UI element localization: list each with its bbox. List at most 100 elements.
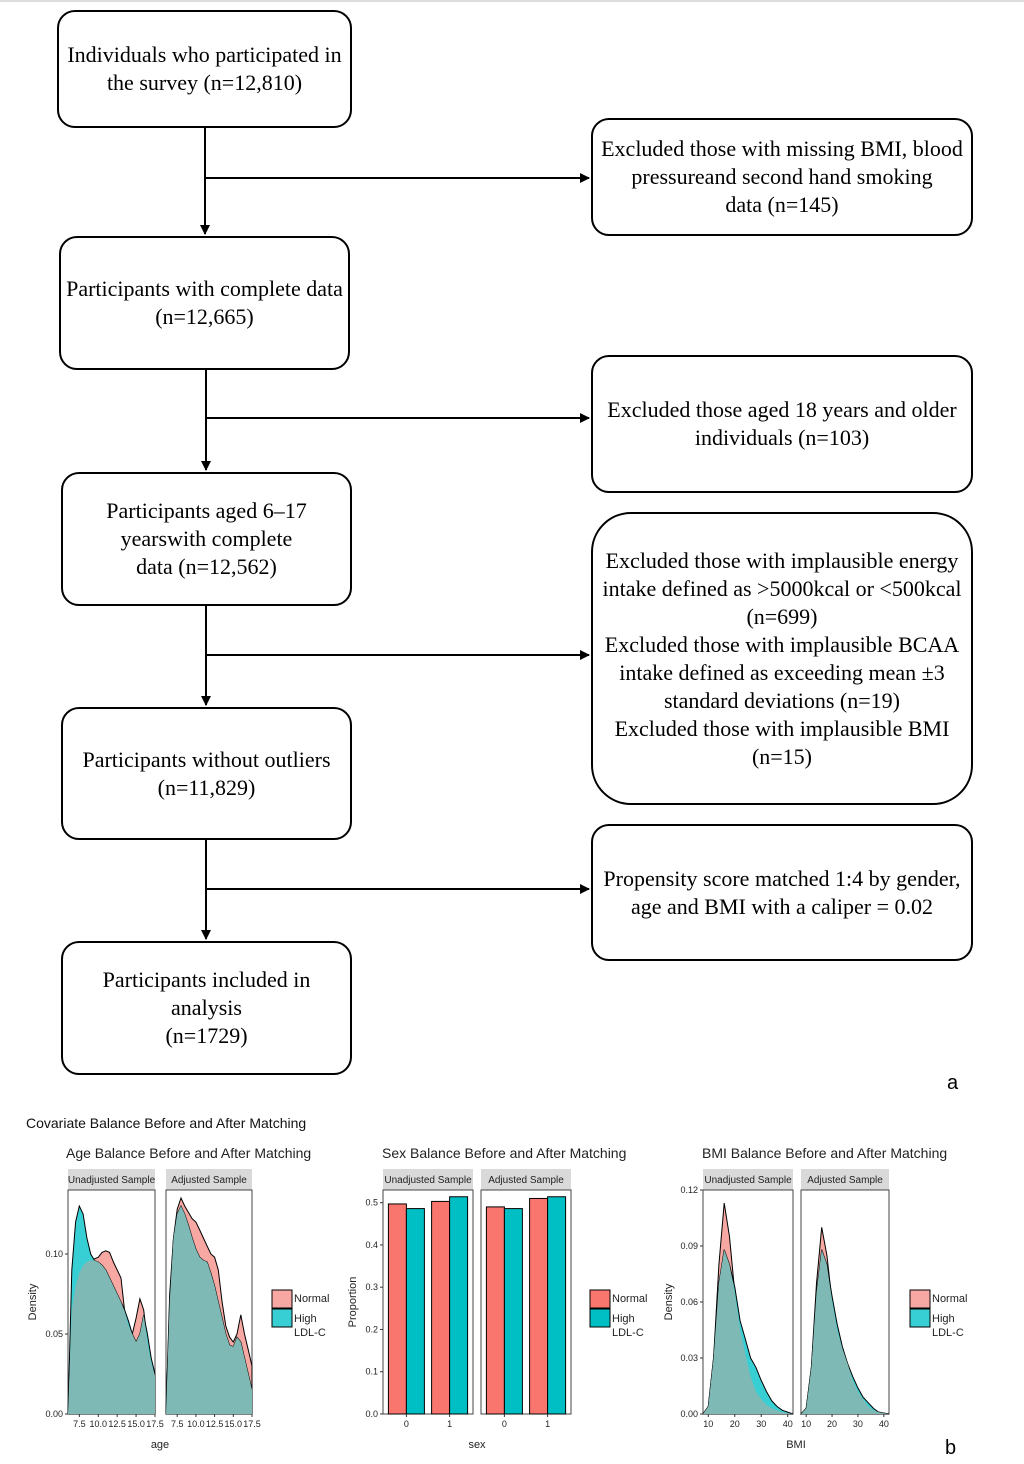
facet-strip — [166, 1169, 252, 1190]
balance-suptitle: Covariate Balance Before and After Match… — [26, 1115, 307, 1131]
legend-swatch-high — [589, 1308, 611, 1328]
legend-label-normal: Normal — [612, 1293, 647, 1305]
y-tick-label: 0.1 — [365, 1367, 378, 1377]
panel-label-b: b — [945, 1437, 957, 1459]
exclusion-box-missing: Excluded those with missing BMI, blood p… — [591, 118, 973, 236]
y-tick-label: 0.5 — [365, 1198, 378, 1208]
flow-box-aged-6-17: Participants aged 6–17 yearswith complet… — [61, 472, 352, 606]
legend-title: LDL-C — [932, 1327, 964, 1339]
x-axis-label: sex — [468, 1439, 486, 1451]
x-tick-label: 10.0 — [187, 1419, 205, 1429]
chart-title: Sex Balance Before and After Matching — [382, 1145, 626, 1161]
flowchart-connectors — [200, 128, 590, 940]
facet-strip — [68, 1169, 155, 1190]
y-axis-label: Proportion — [347, 1277, 359, 1328]
x-tick-label: 15.0 — [225, 1419, 243, 1429]
x-axis-label: age — [151, 1439, 169, 1451]
facet-label: Adjusted Sample — [488, 1175, 564, 1186]
x-tick-label: 40 — [879, 1419, 889, 1429]
facet-label: Unadjusted Sample — [704, 1175, 792, 1186]
x-tick-label: 30 — [853, 1419, 863, 1429]
facet-strip — [801, 1169, 889, 1190]
y-tick-label: 0.05 — [45, 1329, 63, 1339]
legend-swatch-high — [271, 1308, 293, 1328]
x-tick-label: 7.5 — [73, 1419, 86, 1429]
x-tick-label: 7.5 — [171, 1419, 184, 1429]
bar-high — [405, 1208, 425, 1415]
legend-title: LDL-C — [294, 1327, 326, 1339]
x-tick-label: 40 — [783, 1419, 793, 1429]
exclusion-box-age: Excluded those aged 18 years and older i… — [591, 355, 973, 493]
chart-2: Sex Balance Before and After MatchingPro… — [347, 1145, 647, 1451]
y-tick-label: 0.3 — [365, 1282, 378, 1292]
x-tick-label: 15.0 — [127, 1419, 145, 1429]
x-tick-label: 10 — [801, 1419, 811, 1429]
exclusion-box-implausible: Excluded those with implausible energy i… — [591, 512, 973, 805]
x-tick-label: 1 — [545, 1419, 550, 1429]
bar-normal — [387, 1203, 407, 1415]
y-tick-label: 0.10 — [45, 1249, 63, 1259]
x-tick-label: 12.5 — [108, 1419, 126, 1429]
x-axis-label: BMI — [786, 1439, 806, 1451]
chart-1: Age Balance Before and After MatchingDen… — [27, 1145, 329, 1451]
bar-high — [547, 1196, 567, 1415]
facet-label: Unadjusted Sample — [68, 1175, 156, 1186]
bar-normal — [485, 1206, 505, 1415]
y-tick-label: 0.09 — [680, 1241, 698, 1251]
facet-label: Unadjusted Sample — [384, 1175, 472, 1186]
density-overlap — [166, 1206, 252, 1414]
legend-swatch-normal — [271, 1289, 293, 1309]
x-tick-label: 10 — [703, 1419, 713, 1429]
legend-label-high: High — [612, 1313, 635, 1325]
exclusion-box-propensity: Propensity score matched 1:4 by gender, … — [591, 824, 973, 961]
x-tick-label: 0 — [404, 1419, 409, 1429]
y-axis-label: Density — [663, 1283, 675, 1320]
x-tick-label: 17.5 — [243, 1419, 261, 1429]
y-tick-label: 0.12 — [680, 1185, 698, 1195]
flow-box-complete-data: Participants with complete data (n=12,66… — [59, 236, 350, 370]
x-tick-label: 17.5 — [146, 1419, 164, 1429]
facet-strip — [703, 1169, 793, 1190]
density-overlap — [703, 1249, 793, 1414]
density-overlap — [801, 1249, 889, 1414]
legend-label-high: High — [294, 1313, 317, 1325]
legend-title: LDL-C — [612, 1327, 644, 1339]
y-tick-label: 0.03 — [680, 1353, 698, 1363]
top-border — [0, 0, 1024, 2]
y-axis-label: Density — [27, 1283, 39, 1320]
legend-swatch-high — [909, 1308, 931, 1328]
legend-label-normal: Normal — [932, 1293, 967, 1305]
x-tick-label: 12.5 — [206, 1419, 224, 1429]
facet-strip — [383, 1169, 473, 1190]
legend-label-normal: Normal — [294, 1293, 329, 1305]
facet-strip — [481, 1169, 571, 1190]
bar-high — [503, 1208, 523, 1415]
chart-title: Age Balance Before and After Matching — [66, 1145, 311, 1161]
chart-3: BMI Balance Before and After MatchingDen… — [663, 1145, 967, 1451]
legend-swatch-normal — [909, 1289, 931, 1309]
density-overlap — [68, 1260, 155, 1414]
y-tick-label: 0.4 — [365, 1240, 378, 1250]
x-tick-label: 10.0 — [89, 1419, 107, 1429]
y-tick-label: 0.06 — [680, 1297, 698, 1307]
legend-swatch-normal — [589, 1289, 611, 1309]
facet-label: Adjusted Sample — [807, 1175, 883, 1186]
chart-title: BMI Balance Before and After Matching — [702, 1145, 947, 1161]
x-tick-label: 20 — [730, 1419, 740, 1429]
flow-box-surveyed: Individuals who participated in the surv… — [57, 10, 352, 128]
x-tick-label: 0 — [502, 1419, 507, 1429]
panel-label-a: a — [947, 1072, 959, 1094]
y-tick-label: 0.00 — [680, 1409, 698, 1419]
x-tick-label: 20 — [827, 1419, 837, 1429]
y-tick-label: 0.00 — [45, 1409, 63, 1419]
y-tick-label: 0.2 — [365, 1324, 378, 1334]
y-tick-label: 0.0 — [365, 1409, 378, 1419]
legend-label-high: High — [932, 1313, 955, 1325]
x-tick-label: 30 — [756, 1419, 766, 1429]
facet-label: Adjusted Sample — [171, 1175, 247, 1186]
bar-normal — [529, 1197, 549, 1415]
x-tick-label: 1 — [447, 1419, 452, 1429]
flow-box-without-outliers: Participants without outliers (n=11,829) — [61, 707, 352, 840]
flow-box-included: Participants included in analysis (n=172… — [61, 941, 352, 1075]
